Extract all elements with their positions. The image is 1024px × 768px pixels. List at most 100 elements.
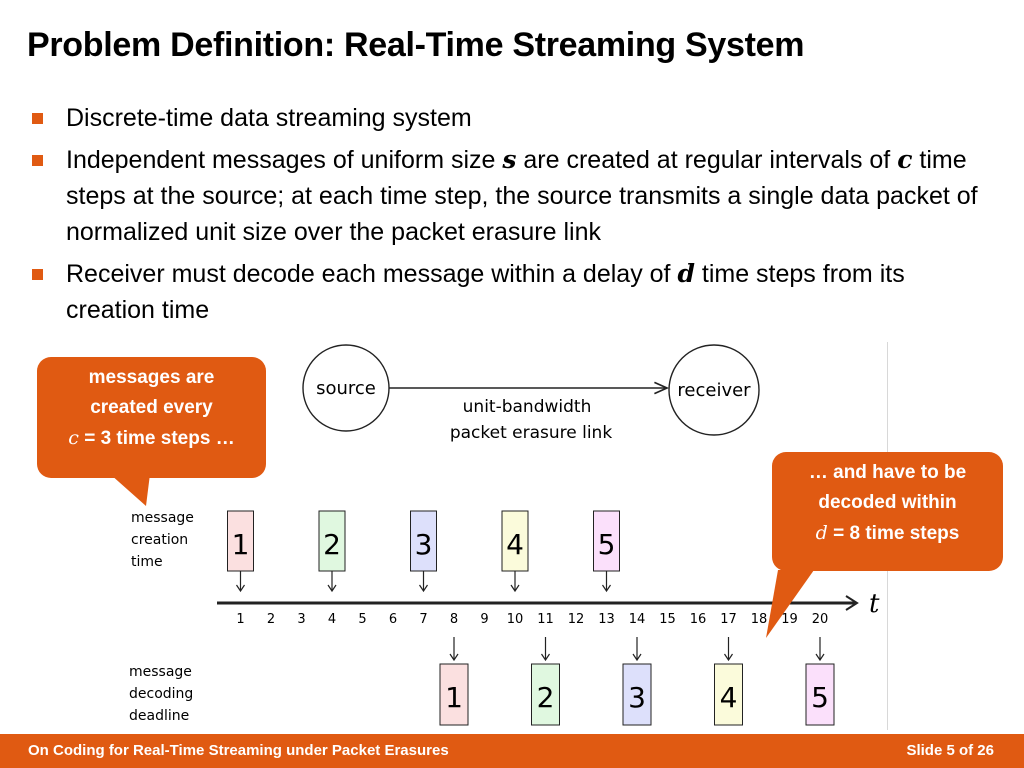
- deadline-box: [439, 663, 469, 726]
- deadline-box: [531, 663, 560, 726]
- bullet-text: are created at regular intervals of: [516, 146, 898, 174]
- tick-label: 20: [812, 612, 829, 627]
- link-label: unit-bandwidth: [463, 397, 592, 417]
- creation-arrowhead: [510, 584, 520, 593]
- callout-pointer: [110, 474, 150, 506]
- time-axis-symbol: t: [869, 589, 880, 619]
- creation-boxes: 1 2 3 4 5: [227, 510, 620, 593]
- callout-text: created every: [90, 397, 213, 418]
- timeline-svg: source receiver unit-bandwidth packet er…: [129, 344, 880, 726]
- creation-arrowhead: [236, 584, 245, 593]
- tick-label: 13: [598, 612, 615, 627]
- deadline-box-label: 4: [720, 681, 738, 714]
- callout-text: = 3 time steps …: [78, 428, 235, 449]
- tick-label: 9: [480, 612, 488, 627]
- tick-label: 16: [690, 612, 707, 627]
- creation-time-label: message: [131, 510, 194, 526]
- creation-box-label: 2: [323, 528, 341, 561]
- bullet-text: Receiver must decode each message within…: [66, 260, 678, 288]
- tick-label: 8: [450, 612, 458, 627]
- link-label: packet erasure link: [450, 423, 613, 443]
- bullet-text: Independent messages of uniform size: [66, 146, 503, 174]
- deadline-box: [714, 663, 743, 726]
- tick-label: 6: [389, 612, 397, 627]
- creation-arrowhead: [602, 584, 611, 593]
- creation-time-label: creation: [131, 532, 188, 548]
- tick-label: 11: [537, 612, 554, 627]
- slide-title: Problem Definition: Real-Time Streaming …: [27, 26, 805, 64]
- creation-box-label: 3: [415, 528, 433, 561]
- callout-text: decoded within: [818, 492, 957, 513]
- bullet-marker-icon: [32, 269, 43, 280]
- callout-text: = 8 time steps: [827, 523, 960, 544]
- creation-box: [501, 510, 529, 572]
- footer-bar: On Coding for Real-Time Streaming under …: [0, 734, 1024, 768]
- deadline-arrowhead: [541, 653, 550, 662]
- creation-box: [318, 510, 346, 572]
- math-variable-s: s: [502, 145, 517, 174]
- deadline-label: decoding: [129, 686, 193, 702]
- math-variable-c: c: [897, 145, 913, 174]
- bullet-text: time steps from its creation time: [66, 260, 905, 324]
- deadline-arrowhead: [632, 653, 642, 662]
- bullet-marker-icon: [32, 155, 43, 166]
- source-label: source: [316, 378, 376, 399]
- creation-arrowhead: [419, 584, 428, 593]
- slide-number: Slide 5 of 26: [906, 742, 994, 759]
- bullet-item: Discrete-time data streaming system: [30, 100, 995, 136]
- creation-arrowhead: [327, 584, 337, 593]
- creation-box-label: 1: [232, 528, 250, 561]
- tick-label: 14: [629, 612, 646, 627]
- callout-text: c = 3 time steps …: [45, 423, 258, 454]
- deadline-boxes: 1 2 3 4 5: [439, 637, 835, 726]
- bullet-marker-icon: [32, 113, 43, 124]
- callout-decoding-delay: … and have to be decoded within d = 8 ti…: [772, 452, 1003, 571]
- deadline-box: [805, 663, 835, 726]
- deadline-label: deadline: [129, 708, 189, 724]
- deadline-box-label: 2: [537, 681, 555, 714]
- creation-box: [593, 510, 620, 572]
- tick-label: 10: [507, 612, 524, 627]
- tick-label: 1: [236, 612, 244, 627]
- time-axis-arrowhead: [845, 595, 859, 611]
- receiver-label: receiver: [677, 380, 751, 401]
- deadline-arrowhead: [815, 653, 825, 662]
- deadline-box-label: 5: [811, 681, 829, 714]
- bullet-text: time steps at the source; at each time s…: [66, 146, 978, 246]
- callout-text: … and have to be: [808, 462, 967, 483]
- creation-time-label: time: [131, 554, 163, 570]
- creation-box: [410, 510, 437, 572]
- footer-title: On Coding for Real-Time Streaming under …: [28, 742, 449, 759]
- streaming-diagram: source receiver unit-bandwidth packet er…: [127, 342, 888, 730]
- deadline-box-label: 3: [628, 681, 646, 714]
- callout-pointer: [766, 570, 814, 638]
- bullet-list: Discrete-time data streaming system Inde…: [30, 100, 995, 334]
- callout-text: d = 8 time steps: [780, 518, 995, 549]
- math-variable-d: d: [677, 259, 695, 288]
- tick-label: 17: [720, 612, 737, 627]
- bullet-item: Independent messages of uniform size s a…: [30, 142, 995, 250]
- math-variable-c: c: [68, 427, 79, 449]
- deadline-arrowhead: [449, 653, 459, 662]
- tick-label: 15: [659, 612, 676, 627]
- tick-label: 2: [267, 612, 275, 627]
- bullet-item: Receiver must decode each message within…: [30, 256, 995, 328]
- deadline-arrowhead: [724, 653, 733, 662]
- tick-label: 12: [568, 612, 585, 627]
- tick-label: 4: [328, 612, 336, 627]
- deadline-label: message: [129, 664, 192, 680]
- math-variable-d: d: [815, 522, 828, 544]
- creation-box-label: 4: [506, 528, 524, 561]
- deadline-box-label: 1: [445, 681, 463, 714]
- tick-label: 18: [751, 612, 768, 627]
- callout-text: messages are: [88, 367, 215, 388]
- creation-box-label: 5: [598, 528, 616, 561]
- callout-creation-interval: messages are created every c = 3 time st…: [37, 357, 266, 478]
- tick-label: 3: [297, 612, 305, 627]
- creation-box: [227, 510, 254, 572]
- tick-label: 5: [358, 612, 366, 627]
- tick-label: 7: [419, 612, 427, 627]
- deadline-box: [622, 663, 652, 726]
- tick-label: 19: [781, 612, 798, 627]
